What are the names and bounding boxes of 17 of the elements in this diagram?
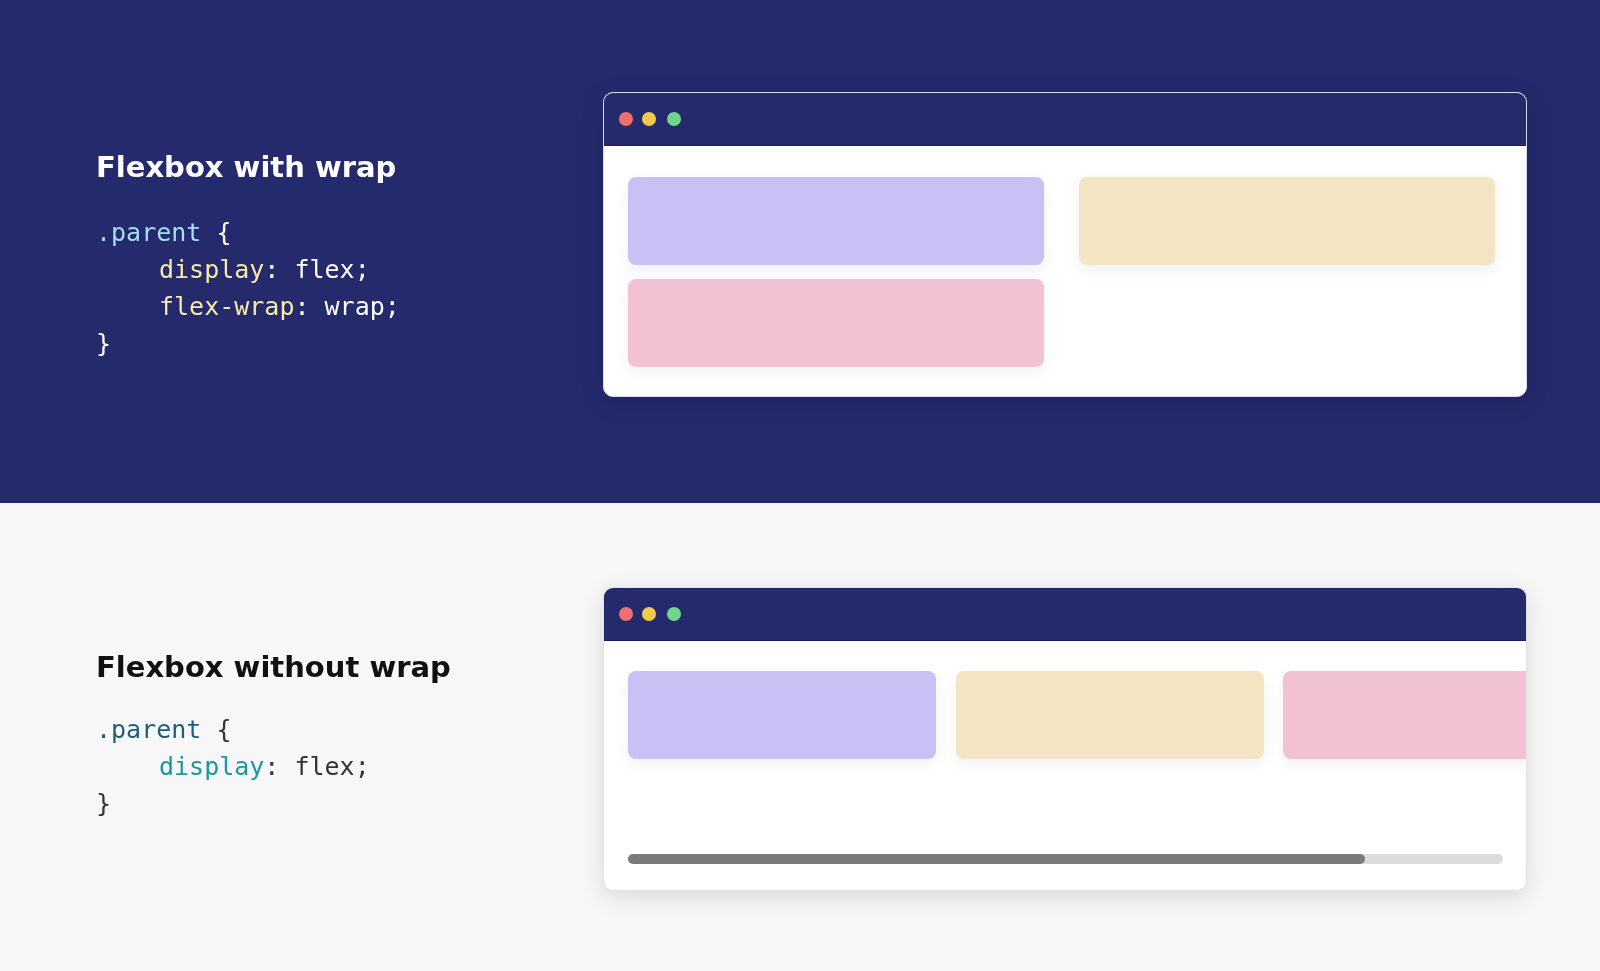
section-heading: Flexbox without wrap <box>96 650 451 684</box>
browser-window <box>603 587 1527 891</box>
code-line: flex-wrap: wrap; <box>159 292 400 321</box>
flex-item-box <box>956 671 1264 759</box>
code-line: .parent { <box>96 715 232 744</box>
flex-item-box <box>628 671 936 759</box>
code-line: display: flex; <box>159 255 370 284</box>
flex-item-box <box>1079 177 1495 265</box>
flex-item-box <box>1283 671 1526 759</box>
browser-window <box>603 92 1527 397</box>
code-line: } <box>96 329 112 358</box>
section-heading: Flexbox with wrap <box>96 150 397 184</box>
flex-item-box <box>628 177 1044 265</box>
flex-item-box <box>628 279 1044 367</box>
code-line: display: flex; <box>159 752 370 781</box>
code-line: } <box>96 789 112 818</box>
code-line: .parent { <box>96 218 232 247</box>
